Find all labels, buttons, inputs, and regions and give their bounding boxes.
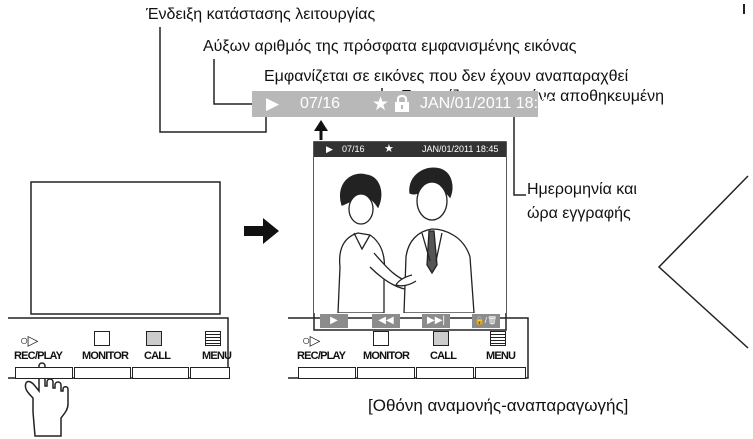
recplay-symbol-right: ○▷ <box>302 332 320 348</box>
monitor-icon-right <box>373 331 389 346</box>
woman-collar <box>353 232 371 251</box>
leader-status <box>159 27 267 133</box>
monitor-icon <box>94 331 110 346</box>
call-icon <box>146 331 162 346</box>
menu-button-label-right: MENU <box>486 350 516 362</box>
playback-controls: ▶ ◀◀ ▶▶| 🔒/🗑 <box>314 313 506 330</box>
standby-screen <box>30 181 221 315</box>
woman-face <box>348 193 374 225</box>
datetime-callout-line2: ώρα εγγραφής <box>527 205 631 222</box>
recplay-hardware-key[interactable] <box>15 367 73 379</box>
lock-icon <box>394 94 410 118</box>
man-tie <box>426 230 438 275</box>
menu-hardware-key-right[interactable] <box>475 367 526 379</box>
next-button[interactable]: ▶▶| <box>422 314 450 328</box>
recplay-hardware-key-right[interactable] <box>298 367 356 379</box>
recorded-image <box>314 157 506 313</box>
star-icon: ★ <box>372 94 390 115</box>
menu-button-label: MENU <box>202 350 232 362</box>
up-arrow <box>314 120 328 131</box>
protect-delete-button[interactable]: 🔒/🗑 <box>472 314 500 328</box>
menu-icon-right <box>490 331 506 346</box>
call-button-label: CALL <box>144 350 171 362</box>
recplay-button-label-right: REC/PLAY <box>297 350 346 362</box>
call-hardware-key-right[interactable] <box>416 367 474 379</box>
man-body <box>403 228 475 313</box>
play-button[interactable]: ▶ <box>320 314 348 328</box>
rewind-button[interactable]: ◀◀ <box>372 314 400 328</box>
call-hardware-key[interactable] <box>132 367 189 379</box>
monitor-hardware-key[interactable] <box>74 367 131 379</box>
unplayed-star-callout: Εμφανίζεται σε εικόνες που δεν έχουν ανα… <box>264 68 629 85</box>
transition-arrow <box>244 218 279 244</box>
play-icon: ▶ <box>266 94 280 113</box>
man-face <box>416 181 448 221</box>
status-bar: ▶ 07/16 ★ JAN/01/2011 18:45 <box>252 91 556 118</box>
mini-recording-datetime: JAN/01/2011 18:45 <box>422 144 499 154</box>
monitor-hardware-key-right[interactable] <box>357 367 415 379</box>
diamond-outline <box>657 175 749 349</box>
man-hand <box>395 274 417 287</box>
recording-datetime: JAN/01/2011 18:45 <box>420 95 556 112</box>
recplay-symbol: ○▷ <box>20 332 38 348</box>
call-icon-right <box>433 331 449 346</box>
man-lapels <box>421 232 443 262</box>
recplay-button-label: REC/PLAY <box>14 350 63 362</box>
pointing-hand-icon <box>24 362 69 437</box>
datetime-callout-line1: Ημερομηνία και <box>527 181 637 198</box>
mini-image-counter: 07/16 <box>342 144 365 154</box>
monitor-button-label: MONITOR <box>82 350 129 362</box>
mini-status-bar: ▶ 07/16 ★ JAN/01/2011 18:45 <box>314 142 506 157</box>
menu-icon <box>205 331 221 346</box>
menu-hardware-key[interactable] <box>190 367 230 379</box>
monitor-button-label-right: MONITOR <box>363 350 410 362</box>
status-indicator-callout: Ένδειξη κατάστασης λειτουργίας <box>146 6 376 23</box>
image-counter: 07/16 <box>300 95 341 112</box>
image-number-callout: Αύξων αριθμός της πρόσφατα εμφανισμένης … <box>203 38 577 55</box>
leader-datetime <box>513 117 526 196</box>
screen-caption: [Οθόνη αναμονής-αναπαραγωγής] <box>368 396 629 415</box>
call-button-label-right: CALL <box>430 350 457 362</box>
mini-play-icon: ▶ <box>326 144 333 154</box>
mini-star-icon: ★ <box>384 143 394 155</box>
